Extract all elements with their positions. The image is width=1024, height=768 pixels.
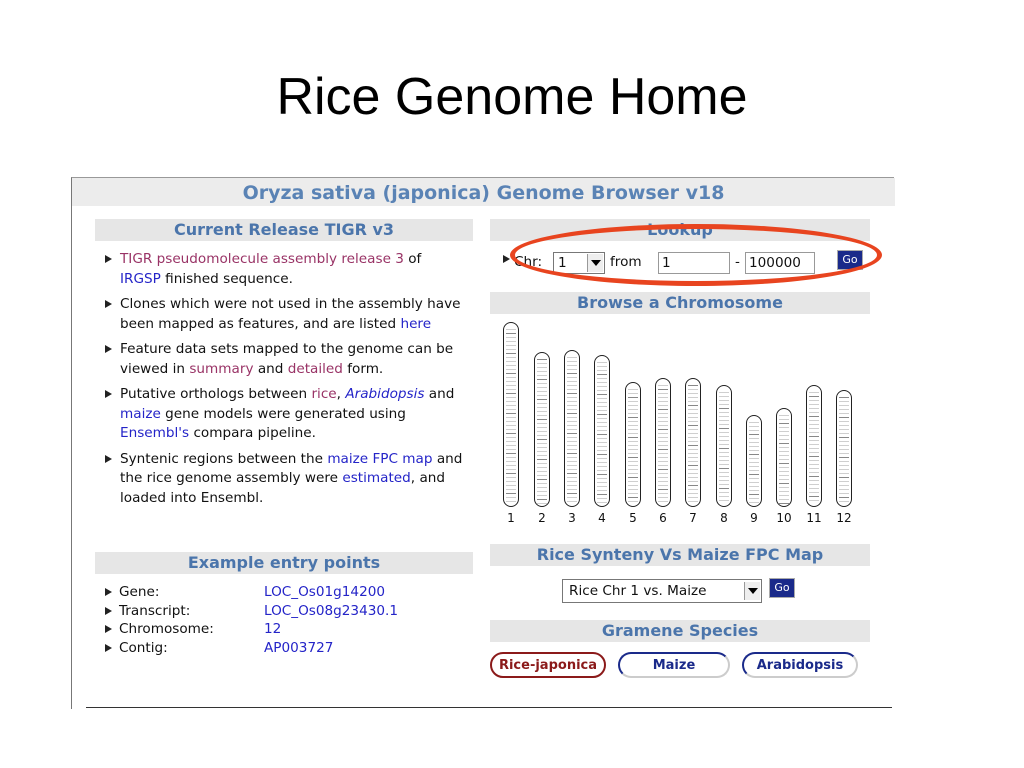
bullet-arrow-icon xyxy=(105,588,112,596)
example-entry-row: Chromosome:12 xyxy=(105,620,445,639)
bullet-arrow-icon xyxy=(105,454,112,463)
gene-link[interactable]: LOC_Os01g14200 xyxy=(264,584,386,600)
chromosome-label: 10 xyxy=(776,511,792,525)
release-notes-list: TIGR pseudomolecule assembly release 3 o… xyxy=(105,250,465,514)
chromosome-12[interactable] xyxy=(836,390,852,507)
transcript-link[interactable]: LOC_Os08g23430.1 xyxy=(264,602,398,619)
bullet-arrow-icon xyxy=(105,345,112,353)
chromosome-label: 4 xyxy=(598,511,606,525)
chromosome-label: 12 xyxy=(836,511,852,525)
chromosome-label: 11 xyxy=(806,511,822,525)
slide-title: Rice Genome Home xyxy=(276,68,748,126)
chromosome-label: 7 xyxy=(689,511,697,525)
chromosome-link[interactable]: 12 xyxy=(264,621,282,637)
chromosome-2[interactable] xyxy=(534,352,550,507)
lookup-go-button[interactable]: Go xyxy=(837,250,863,270)
summary-link[interactable]: summary xyxy=(189,360,254,377)
chr-select[interactable]: 1 xyxy=(553,252,605,274)
chromosome-label: 3 xyxy=(568,511,576,525)
example-entry-row: Transcript:LOC_Os08g23430.1 xyxy=(105,602,445,621)
chromosome-11[interactable] xyxy=(806,385,822,507)
chevron-down-icon xyxy=(744,582,760,600)
example-entry-row: Contig:AP003727 xyxy=(105,639,445,658)
tigr-assembly-link[interactable]: TIGR pseudomolecule assembly release 3 xyxy=(120,251,404,267)
chromosome-label: 2 xyxy=(538,511,546,525)
chromosome-7[interactable] xyxy=(685,378,701,507)
bullet-arrow-icon xyxy=(105,643,112,652)
gramene-species-header: Gramene Species xyxy=(490,620,870,642)
chevron-down-icon xyxy=(587,254,603,272)
from-label: from xyxy=(610,254,642,270)
synteny-go-button[interactable]: Go xyxy=(769,578,795,598)
bullet-arrow-icon xyxy=(105,390,112,398)
bullet-arrow-icon xyxy=(503,255,510,263)
rice-link[interactable]: rice xyxy=(311,386,337,402)
from-input[interactable]: 1 xyxy=(658,252,730,274)
detailed-link[interactable]: detailed xyxy=(287,360,343,377)
release-note-item: Clones which were not used in the assemb… xyxy=(105,295,465,334)
panel-bottom-divider xyxy=(86,707,892,708)
chromosome-10[interactable] xyxy=(776,408,792,507)
species-maize-button[interactable]: Maize xyxy=(618,652,730,678)
chromosome-label: 5 xyxy=(629,511,637,525)
range-dash: - xyxy=(735,254,740,270)
estimated-link[interactable]: estimated xyxy=(342,470,411,486)
chromosome-8[interactable] xyxy=(716,385,732,507)
contig-link[interactable]: AP003727 xyxy=(264,639,334,656)
chromosome-label: 9 xyxy=(750,511,758,525)
synteny-select[interactable]: Rice Chr 1 vs. Maize xyxy=(562,579,762,603)
species-arabidopsis-button[interactable]: Arabidopsis xyxy=(742,652,858,678)
chromosome-5[interactable] xyxy=(625,382,641,507)
synteny-header: Rice Synteny Vs Maize FPC Map xyxy=(490,544,870,566)
chromosome-3[interactable] xyxy=(564,350,580,507)
arabidopsis-link[interactable]: Arabidopsis xyxy=(345,386,425,402)
bullet-arrow-icon xyxy=(105,255,112,263)
chromosome-label: 6 xyxy=(659,511,667,525)
bullet-arrow-icon xyxy=(105,606,112,615)
chromosome-1[interactable] xyxy=(503,322,519,507)
example-entry-row: Gene:LOC_Os01g14200 xyxy=(105,583,445,602)
bullet-arrow-icon xyxy=(105,300,112,308)
lookup-header: Lookup xyxy=(490,219,870,241)
unused-clones-link[interactable]: here xyxy=(400,315,432,332)
bullet-arrow-icon xyxy=(105,625,112,633)
to-input[interactable]: 100000 xyxy=(745,252,815,274)
chromosome-label: 1 xyxy=(507,511,515,525)
release-note-item: Feature data sets mapped to the genome c… xyxy=(105,340,465,379)
maize-link[interactable]: maize xyxy=(120,405,161,422)
browser-banner: Oryza sativa (japonica) Genome Browser v… xyxy=(72,178,895,206)
maize-fpc-map-link[interactable]: maize FPC map xyxy=(327,450,433,467)
species-rice-japonica-button[interactable]: Rice-japonica xyxy=(490,652,606,678)
irgsp-link[interactable]: IRGSP xyxy=(120,270,161,287)
example-entry-points-header: Example entry points xyxy=(95,552,473,574)
chromosome-6[interactable] xyxy=(655,378,671,507)
chromosome-9[interactable] xyxy=(746,415,762,507)
ensembl-link[interactable]: Ensembl's xyxy=(120,425,190,441)
chr-label: Chr: xyxy=(514,254,543,270)
current-release-header: Current Release TIGR v3 xyxy=(95,219,473,241)
example-entries: Gene:LOC_Os01g14200 Transcript:LOC_Os08g… xyxy=(105,583,445,657)
release-note-item: TIGR pseudomolecule assembly release 3 o… xyxy=(105,250,465,289)
browse-chromosome-header: Browse a Chromosome xyxy=(490,292,870,314)
chromosome-4[interactable] xyxy=(594,355,610,507)
release-note-item: Syntenic regions between the maize FPC m… xyxy=(105,450,465,509)
release-note-item: Putative orthologs between rice, Arabido… xyxy=(105,385,465,444)
chromosome-label: 8 xyxy=(720,511,728,525)
